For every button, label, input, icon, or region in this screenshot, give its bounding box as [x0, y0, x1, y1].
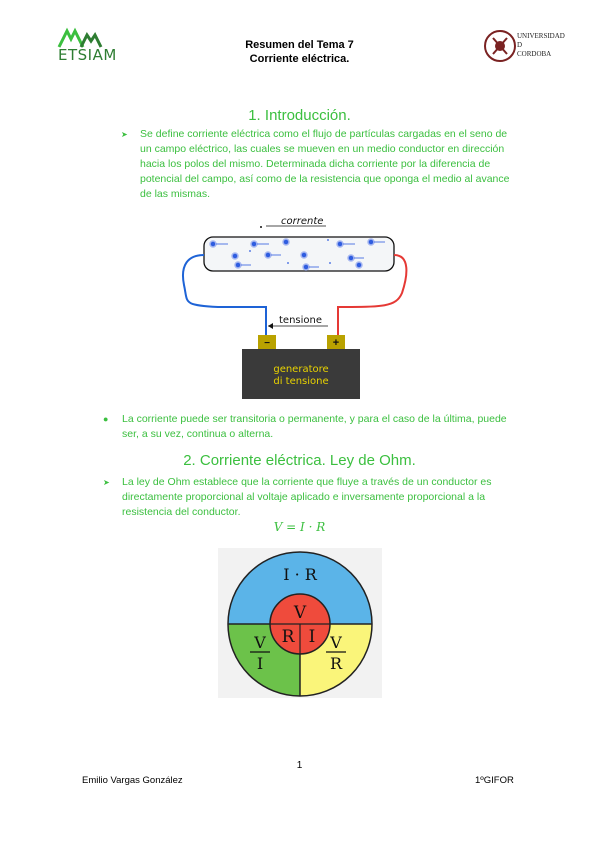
arrow-bullet-icon: ➤	[121, 130, 128, 139]
generator-label-2: di tensione	[273, 376, 328, 387]
footer-course: 1ºGIFOR	[475, 775, 514, 786]
university-logo-icon	[484, 30, 516, 62]
intro-paragraph: Se define corriente eléctrica como el fl…	[140, 128, 510, 200]
university-name: UNIVERSIDAD D CORDOBA	[517, 32, 565, 58]
ohm-right-den: R	[330, 654, 343, 673]
logo-text: ETSIAM	[58, 46, 117, 64]
header-title-line2: Corriente eléctrica.	[249, 53, 350, 65]
ohm-paragraph: La ley de Ohm establece que la corriente…	[122, 476, 492, 518]
ohm-formula: V = I · R	[273, 520, 326, 534]
ohm-center-r: R	[282, 627, 296, 647]
header-title-line1: Resumen del Tema 7	[245, 39, 354, 51]
voltage-label: tensione	[279, 315, 322, 326]
etsiam-logo-icon	[57, 27, 103, 48]
ohm-center-i: I	[309, 627, 316, 647]
footer-author: Emilio Vargas González	[82, 775, 183, 786]
ohm-top-label: I · R	[283, 565, 318, 584]
section-heading-intro: 1. Introducción.	[248, 107, 351, 124]
document-header: Resumen del Tema 7 Corriente eléctrica.	[0, 38, 599, 66]
dot-bullet-icon: ●	[103, 414, 109, 424]
ohm-law-circle: I · R V R I V I V R	[218, 548, 382, 698]
ohm-left-den: I	[257, 654, 263, 673]
ohm-center-v: V	[293, 603, 307, 623]
section-heading-ohm: 2. Corriente eléctrica. Ley de Ohm.	[183, 452, 416, 469]
circuit-diagram: corrente tensione − + generatore di tens…	[182, 216, 408, 399]
minus-terminal: −	[264, 338, 270, 349]
page-number: 1	[296, 760, 303, 771]
current-types-paragraph: La corriente puede ser transitoria o per…	[122, 413, 507, 440]
generator-label-1: generatore	[273, 364, 328, 375]
ohm-left-num: V	[253, 633, 266, 652]
ohm-right-num: V	[329, 633, 342, 652]
plus-terminal: +	[333, 337, 339, 349]
arrow-bullet-icon: ➤	[103, 478, 110, 487]
current-label: corrente	[281, 216, 323, 227]
